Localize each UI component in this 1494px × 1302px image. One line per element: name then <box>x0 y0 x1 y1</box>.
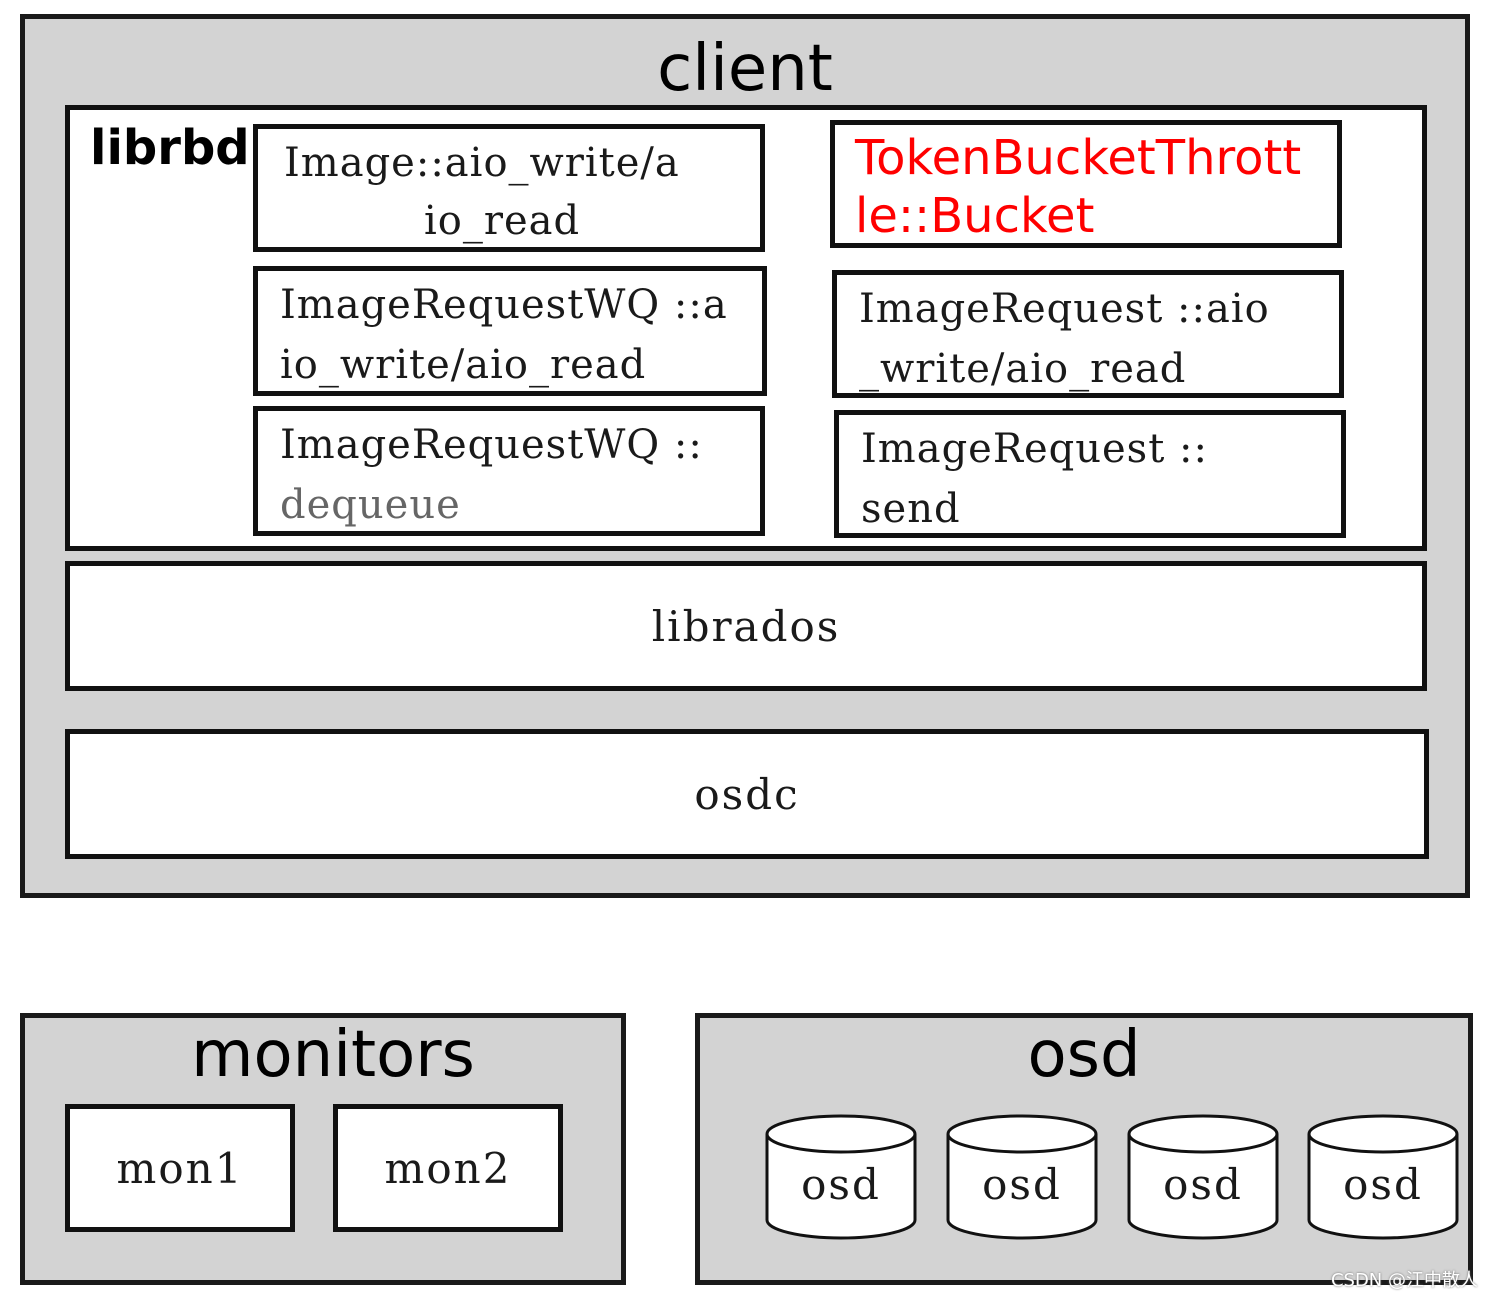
mon2-label: mon2 <box>384 1143 512 1193</box>
imagerequest-aio-line1: ImageRequest ::aio <box>859 286 1270 332</box>
osdc-label: osdc <box>694 769 800 819</box>
image-aio-line1: Image::aio_write/a <box>284 140 680 186</box>
imagerequestwq-aio-line1: ImageRequestWQ ::a <box>280 282 728 328</box>
client-panel: client librbd Image::aio_write/a io_read… <box>20 14 1470 898</box>
osd-disk-2: osd <box>945 1112 1099 1242</box>
osd-disk-1: osd <box>764 1112 918 1242</box>
librados-label: librados <box>651 601 841 651</box>
watermark: CSDN @江中散人 <box>1330 1270 1478 1291</box>
image-aio-line2: io_read <box>424 198 581 244</box>
osd-disk-2-label: osd <box>982 1160 1062 1209</box>
mon2-box: mon2 <box>333 1104 563 1232</box>
cylinder-icon <box>1307 1114 1459 1240</box>
image-aio-box: Image::aio_write/a io_read <box>253 124 765 252</box>
imagerequest-send-box: ImageRequest :: send <box>834 410 1346 538</box>
osd-title: osd <box>1027 1018 1141 1092</box>
imagerequestwq-dequeue-box: ImageRequestWQ :: dequeue <box>253 406 765 536</box>
imagerequestwq-dequeue-line1: ImageRequestWQ :: <box>280 422 703 468</box>
token-bucket-box: TokenBucketThrott le::Bucket <box>830 120 1342 248</box>
monitors-panel: monitors mon1 mon2 <box>20 1013 626 1285</box>
librados-box: librados <box>65 561 1427 691</box>
imagerequestwq-dequeue-line2: dequeue <box>280 482 461 528</box>
osd-disk-1-label: osd <box>801 1160 881 1209</box>
osd-panel: osd osd osd osd osd <box>695 1013 1473 1285</box>
osd-disk-3: osd <box>1126 1112 1280 1242</box>
osdc-box: osdc <box>65 729 1429 859</box>
token-bucket-line2: le::Bucket <box>855 188 1095 244</box>
mon1-box: mon1 <box>65 1104 295 1232</box>
cylinder-icon <box>1127 1114 1279 1240</box>
imagerequestwq-aio-line2: io_write/aio_read <box>280 342 647 388</box>
imagerequest-send-line2: send <box>861 486 961 532</box>
librbd-label: librbd <box>90 120 250 176</box>
token-bucket-line1: TokenBucketThrott <box>855 130 1302 186</box>
mon1-label: mon1 <box>116 1143 244 1193</box>
cylinder-icon <box>765 1114 917 1240</box>
osd-disk-4-label: osd <box>1343 1160 1423 1209</box>
client-title: client <box>657 32 833 106</box>
osd-disk-3-label: osd <box>1163 1160 1243 1209</box>
imagerequest-aio-box: ImageRequest ::aio _write/aio_read <box>832 270 1344 398</box>
monitors-title: monitors <box>191 1018 475 1092</box>
imagerequest-aio-line2: _write/aio_read <box>859 346 1187 392</box>
imagerequestwq-aio-box: ImageRequestWQ ::a io_write/aio_read <box>253 266 767 396</box>
osd-disk-4: osd <box>1306 1112 1460 1242</box>
librbd-container: librbd Image::aio_write/a io_read ImageR… <box>65 105 1427 551</box>
cylinder-icon <box>946 1114 1098 1240</box>
imagerequest-send-line1: ImageRequest :: <box>861 426 1208 472</box>
